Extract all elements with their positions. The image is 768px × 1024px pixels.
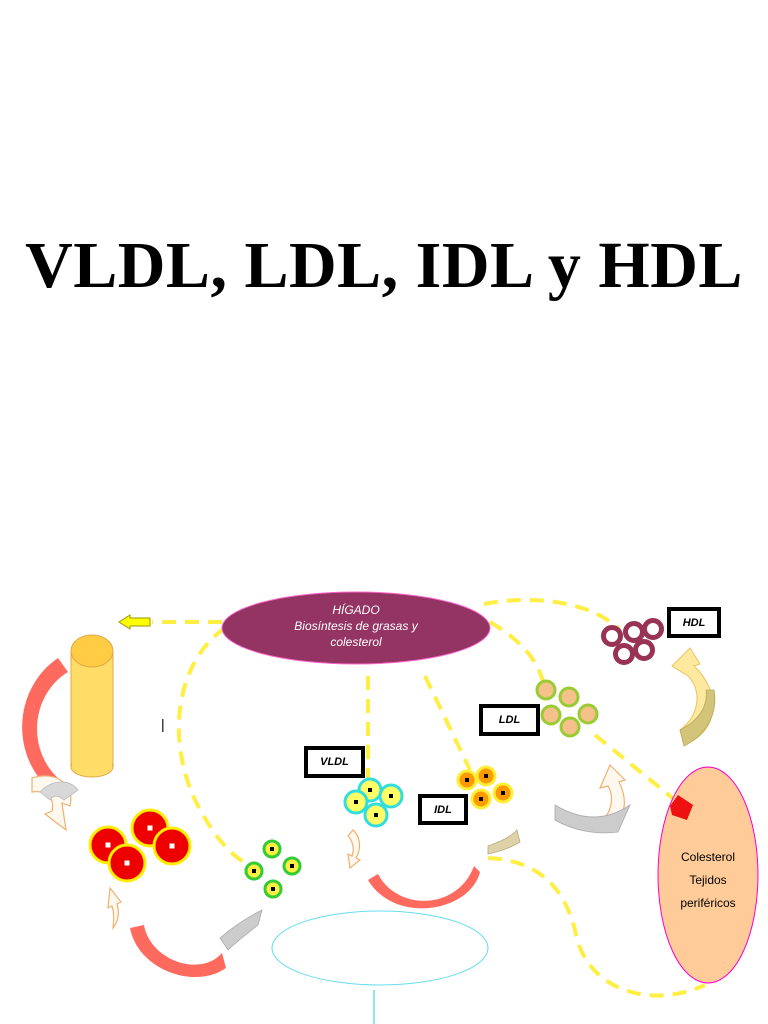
ldl-particle bbox=[535, 679, 557, 701]
ldl-particle bbox=[558, 686, 580, 708]
hdl-particle bbox=[623, 621, 645, 643]
arc-left bbox=[22, 658, 68, 788]
yellow-left-arrow bbox=[118, 614, 151, 630]
particle-core bbox=[484, 774, 488, 778]
liver-label: HÍGADO Biosíntesis de grasas y colestero… bbox=[226, 602, 486, 650]
hdl-particle bbox=[642, 618, 664, 640]
page-title: VLDL, LDL, IDL y HDL bbox=[25, 229, 743, 302]
grey-arrow-2 bbox=[487, 829, 521, 855]
stray-mark: | bbox=[161, 716, 165, 732]
particle-core bbox=[169, 843, 175, 849]
grey-arrow-3 bbox=[554, 803, 631, 834]
liver-name: HÍGADO bbox=[332, 603, 380, 617]
particle-core bbox=[105, 842, 111, 848]
hdl-particle bbox=[633, 639, 655, 661]
path-liver-to-small-particles bbox=[177, 626, 256, 870]
path-liver-to-hdl bbox=[483, 597, 622, 632]
arc-bottom-left bbox=[130, 925, 226, 978]
path-ldl-to-tissues bbox=[593, 733, 677, 802]
particle-core bbox=[124, 860, 130, 866]
cyan-ellipse bbox=[271, 910, 489, 986]
liver-desc-line1: Biosíntesis de grasas y bbox=[294, 619, 418, 633]
particle-core bbox=[270, 847, 274, 851]
grey-arrow-1 bbox=[219, 909, 263, 951]
path-idl-to-tissues bbox=[487, 856, 706, 998]
arc-bottom-center bbox=[368, 866, 480, 909]
hdl-particle bbox=[601, 625, 623, 647]
cylinder-shape bbox=[70, 634, 114, 778]
particle-core bbox=[389, 794, 393, 798]
tissues-ellipse bbox=[657, 766, 759, 984]
particle-core bbox=[147, 825, 153, 831]
particle-core bbox=[374, 813, 378, 817]
tissue-receptor-icon bbox=[670, 795, 693, 820]
grey-arrow-4 bbox=[39, 781, 79, 801]
idl-label-box: IDL bbox=[418, 794, 468, 825]
liver-desc-line2: colesterol bbox=[330, 635, 382, 649]
curved-arrow-small-1 bbox=[107, 886, 122, 930]
particle-core bbox=[368, 788, 372, 792]
particle-core bbox=[479, 797, 483, 801]
path-liver-to-idl bbox=[423, 675, 472, 771]
hdl-band-arrow bbox=[679, 689, 716, 747]
tissues-line2: Tejidos bbox=[689, 873, 727, 887]
ldl-particle bbox=[540, 704, 562, 726]
particle-core bbox=[271, 887, 275, 891]
coral-arcs bbox=[22, 658, 480, 978]
path-liver-to-ldl bbox=[488, 620, 547, 691]
ldl-label-box: LDL bbox=[479, 704, 540, 736]
ldl-particle bbox=[559, 716, 581, 738]
tissues-label: Colesterol Tejidos periféricos bbox=[660, 846, 756, 915]
grey-band-arrows bbox=[39, 781, 631, 951]
particle-core bbox=[290, 864, 294, 868]
hdl-label-box: HDL bbox=[667, 607, 721, 638]
particle-core bbox=[252, 869, 256, 873]
particle-core bbox=[501, 791, 505, 795]
curved-arrow-small-2 bbox=[347, 829, 362, 870]
tissues-line3: periféricos bbox=[680, 896, 736, 910]
particle-core bbox=[354, 800, 358, 804]
liver-ellipse bbox=[221, 591, 491, 665]
tissues-line1: Colesterol bbox=[680, 850, 736, 864]
vldl-label-box: VLDL bbox=[304, 746, 365, 778]
particle-clusters bbox=[88, 618, 664, 899]
ldl-particle bbox=[577, 703, 599, 725]
particle-core bbox=[465, 778, 469, 782]
hdl-particle bbox=[613, 643, 635, 665]
